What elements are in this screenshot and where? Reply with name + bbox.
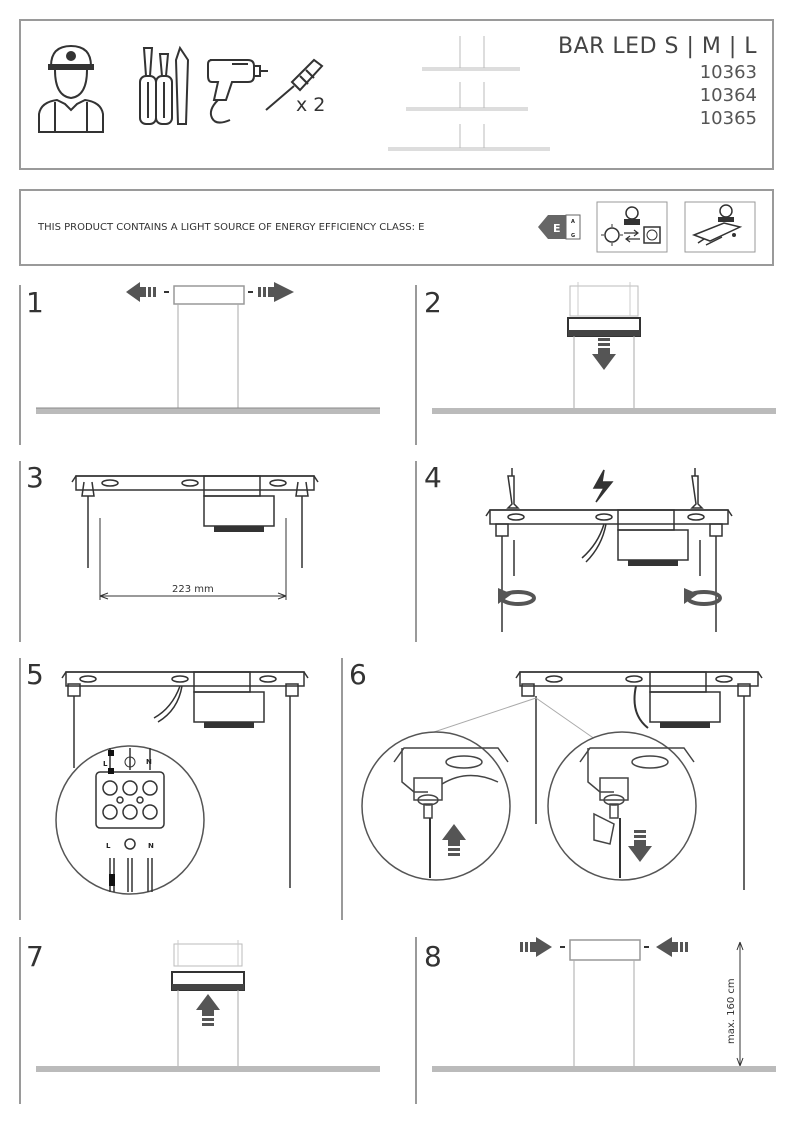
installer-person-icon — [38, 44, 104, 133]
pull-down-arrow — [628, 830, 652, 862]
step-number: 7 — [26, 940, 44, 973]
terminal-label-n-top: N — [146, 758, 152, 766]
lower-arrow — [592, 338, 616, 370]
product-code-l: 10365 — [699, 108, 757, 129]
height-dimension-line — [736, 941, 744, 1067]
zoom-circle-insert-cable — [361, 731, 511, 881]
step-2-diagram — [432, 282, 776, 414]
step-divider — [19, 937, 21, 1104]
step-number: 5 — [26, 658, 44, 691]
step-number: 4 — [424, 461, 442, 494]
slide-in-right-arrow — [656, 937, 688, 957]
dimension-line — [99, 592, 287, 600]
step-number: 3 — [26, 461, 44, 494]
step-divider — [19, 461, 21, 642]
step-divider — [341, 658, 343, 920]
step-divider — [19, 658, 21, 920]
step-5-wiring-diagram: L N L N — [55, 671, 309, 895]
push-up-arrow — [442, 824, 466, 856]
header-box — [19, 19, 774, 170]
product-title: BAR LED S | M | L — [557, 34, 757, 59]
step-number: 2 — [424, 286, 442, 319]
step-number: 6 — [349, 658, 367, 691]
screw-and-dowel-icon — [265, 58, 324, 111]
energy-box — [19, 189, 774, 266]
step-divider — [415, 285, 417, 445]
product-code-s: 10363 — [699, 62, 757, 83]
terminal-label-n-bottom: N — [148, 842, 154, 850]
step-divider — [415, 937, 417, 1104]
energy-efficiency-notice: THIS PRODUCT CONTAINS A LIGHT SOURCE OF … — [38, 222, 425, 233]
twist-arrow-left — [498, 588, 536, 606]
slide-left-arrow — [126, 282, 156, 302]
screwdrivers-icon — [139, 45, 190, 125]
step-8-diagram: max. 160 cm — [432, 937, 776, 1072]
step-number: 8 — [424, 940, 442, 973]
step-1-diagram — [36, 282, 380, 414]
step-number: 1 — [26, 286, 44, 319]
terminal-label-l-top: L — [103, 760, 108, 768]
twist-arrow-right — [684, 588, 722, 606]
professional-installation-icon — [684, 201, 756, 253]
terminal-label-l-bottom: L — [106, 842, 111, 850]
product-code-m: 10364 — [699, 85, 757, 106]
energy-class-letter: E — [553, 222, 561, 235]
drill-icon — [207, 59, 268, 124]
terminal-zoom-circle — [55, 745, 205, 895]
step-3-mounting-plate-diagram: 223 mm — [71, 475, 319, 600]
raise-arrow — [196, 994, 220, 1026]
bracket-spacing-dimension: 223 mm — [172, 584, 214, 595]
energy-scale-top: A — [571, 219, 575, 225]
slide-in-left-arrow — [520, 937, 552, 957]
drill-bit-quantity: x 2 — [296, 94, 326, 116]
led-replacement-icon — [596, 201, 668, 253]
slide-right-arrow — [258, 282, 294, 302]
zoom-circle-release-cable — [547, 731, 697, 881]
energy-scale-bottom: G — [571, 233, 575, 239]
step-divider — [19, 285, 21, 445]
max-height-label: max. 160 cm — [726, 978, 737, 1044]
step-7-diagram — [36, 940, 380, 1072]
energy-class-label-icon: E A G — [538, 214, 581, 240]
lamp-sizes-diagram — [388, 36, 550, 151]
step-divider — [415, 461, 417, 642]
step-6-cable-fixing-diagram — [361, 671, 763, 890]
step-4-ceiling-fixing-diagram — [485, 468, 733, 632]
